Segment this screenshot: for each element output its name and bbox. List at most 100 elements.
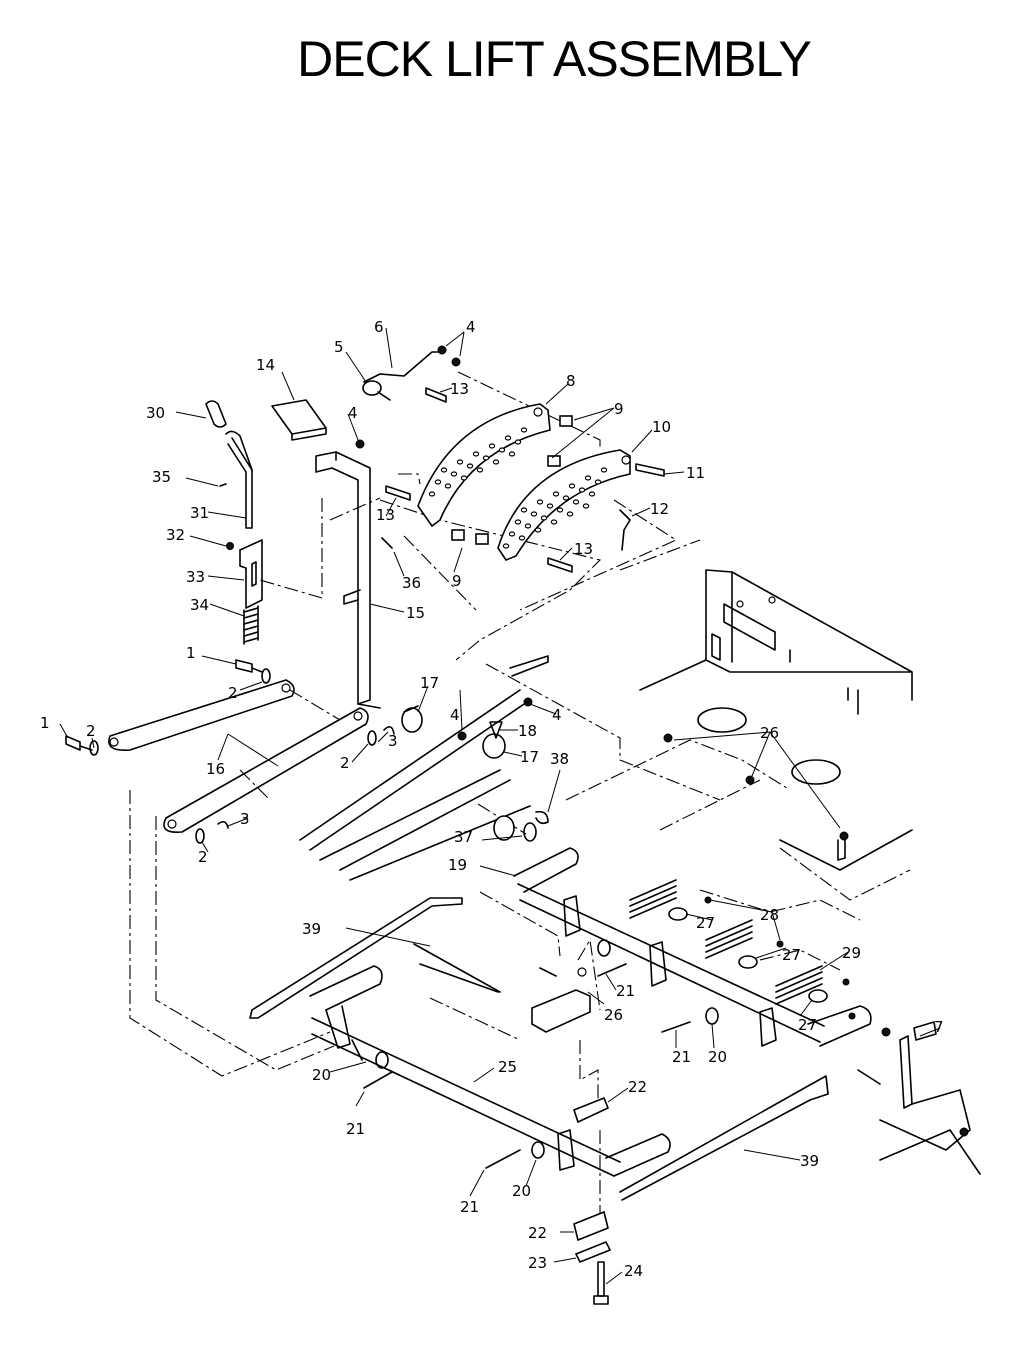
callout-8: 8 bbox=[566, 372, 576, 390]
plate-hole bbox=[518, 535, 526, 541]
callout-33: 33 bbox=[186, 568, 205, 586]
callout-15: 15 bbox=[406, 604, 425, 622]
callout-3: 3 bbox=[240, 810, 250, 828]
callout-14: 14 bbox=[256, 356, 275, 374]
callout-26: 26 bbox=[760, 724, 779, 742]
plate-hole bbox=[466, 463, 474, 469]
height-plate-8 bbox=[417, 403, 551, 528]
callout-10: 10 bbox=[652, 418, 671, 436]
callout-32: 32 bbox=[166, 526, 185, 544]
eyebolt-27 bbox=[668, 896, 850, 1003]
page-title: DECK LIFT ASSEMBLY bbox=[297, 31, 812, 87]
bolt-11 bbox=[635, 463, 665, 477]
callout-13: 13 bbox=[574, 540, 593, 558]
callout-16: 16 bbox=[206, 760, 225, 778]
callout-21: 21 bbox=[672, 1048, 691, 1066]
plate-hole bbox=[520, 427, 528, 433]
chain-7 bbox=[848, 1012, 981, 1175]
callout-13: 13 bbox=[450, 380, 469, 398]
plate-hole bbox=[514, 439, 522, 445]
clip-38 bbox=[535, 810, 549, 825]
plate-hole bbox=[508, 451, 516, 457]
spring-33 bbox=[243, 605, 259, 645]
assembly-phantom-lines bbox=[129, 371, 911, 1230]
plate-hole bbox=[540, 515, 548, 521]
plate-hole bbox=[582, 503, 590, 509]
callout-2: 2 bbox=[198, 848, 208, 866]
callout-2: 2 bbox=[86, 722, 96, 740]
plate-hole bbox=[504, 435, 512, 441]
plate-hole bbox=[550, 519, 558, 525]
plate-hole bbox=[524, 523, 532, 529]
callout-11: 11 bbox=[686, 464, 705, 482]
lift-rod-39 bbox=[249, 897, 829, 1201]
callout-39: 39 bbox=[302, 920, 321, 938]
callout-21: 21 bbox=[460, 1198, 479, 1216]
plate-hole bbox=[594, 479, 602, 485]
callout-1: 1 bbox=[186, 644, 196, 662]
lift-arm bbox=[299, 655, 549, 881]
plate-23 bbox=[574, 1240, 612, 1264]
clip-12 bbox=[619, 509, 631, 551]
callout-7: 7 bbox=[934, 1018, 944, 1036]
plate-hole bbox=[434, 479, 442, 485]
callout-38: 38 bbox=[550, 750, 569, 768]
callout-13: 13 bbox=[376, 506, 395, 524]
bracket-26 bbox=[531, 967, 591, 1033]
callout-3: 3 bbox=[388, 732, 398, 750]
bushing-17 bbox=[401, 705, 515, 841]
height-plate-10 bbox=[497, 449, 631, 561]
plate-hole bbox=[428, 491, 436, 497]
mower-frame bbox=[639, 569, 913, 871]
washer-2 bbox=[89, 668, 377, 844]
callout-18: 18 bbox=[518, 722, 537, 740]
callout-4: 4 bbox=[450, 706, 460, 724]
callout-17: 17 bbox=[520, 748, 539, 766]
handle-bracket bbox=[219, 483, 263, 609]
callout-35: 35 bbox=[152, 468, 171, 486]
plate-hole bbox=[520, 507, 528, 513]
plate-hole bbox=[534, 527, 542, 533]
plate-hole bbox=[488, 443, 496, 449]
callout-leaders bbox=[59, 327, 941, 1285]
callout-26: 26 bbox=[604, 1006, 623, 1024]
callout-28: 28 bbox=[760, 906, 779, 924]
plate-hole bbox=[508, 531, 516, 537]
callout-5: 5 bbox=[334, 338, 344, 356]
callout-9: 9 bbox=[614, 400, 624, 418]
plate-hole bbox=[556, 507, 564, 513]
lift-link-16 bbox=[108, 679, 369, 834]
plate-hole bbox=[572, 499, 580, 505]
washer-20 bbox=[375, 939, 719, 1159]
foot-pad-14 bbox=[271, 399, 327, 441]
callout-39: 39 bbox=[800, 1152, 819, 1170]
callout-21: 21 bbox=[616, 982, 635, 1000]
callout-17: 17 bbox=[420, 674, 439, 692]
callout-25: 25 bbox=[498, 1058, 517, 1076]
plate-hole bbox=[444, 483, 452, 489]
callout-12: 12 bbox=[650, 500, 669, 518]
callout-2: 2 bbox=[340, 754, 350, 772]
clip-3 bbox=[217, 726, 395, 829]
spacer-9 bbox=[451, 415, 573, 545]
clamp-22 bbox=[573, 1096, 610, 1242]
plate-hole bbox=[440, 467, 448, 473]
plate-hole bbox=[450, 471, 458, 477]
deck-hanger-lines bbox=[413, 943, 557, 993]
plate-hole bbox=[552, 491, 560, 497]
callout-20: 20 bbox=[708, 1048, 727, 1066]
plate-hole bbox=[588, 491, 596, 497]
plate-hole bbox=[456, 459, 464, 465]
plate-hole bbox=[476, 467, 484, 473]
plate-hole bbox=[600, 467, 608, 473]
plate-hole bbox=[472, 451, 480, 457]
callout-30: 30 bbox=[146, 404, 165, 422]
callout-1: 1 bbox=[40, 714, 50, 732]
lift-handle bbox=[205, 400, 253, 529]
callout-36: 36 bbox=[402, 574, 421, 592]
callout-4: 4 bbox=[552, 706, 562, 724]
callout-19: 19 bbox=[448, 856, 467, 874]
callout-34: 34 bbox=[190, 596, 209, 614]
